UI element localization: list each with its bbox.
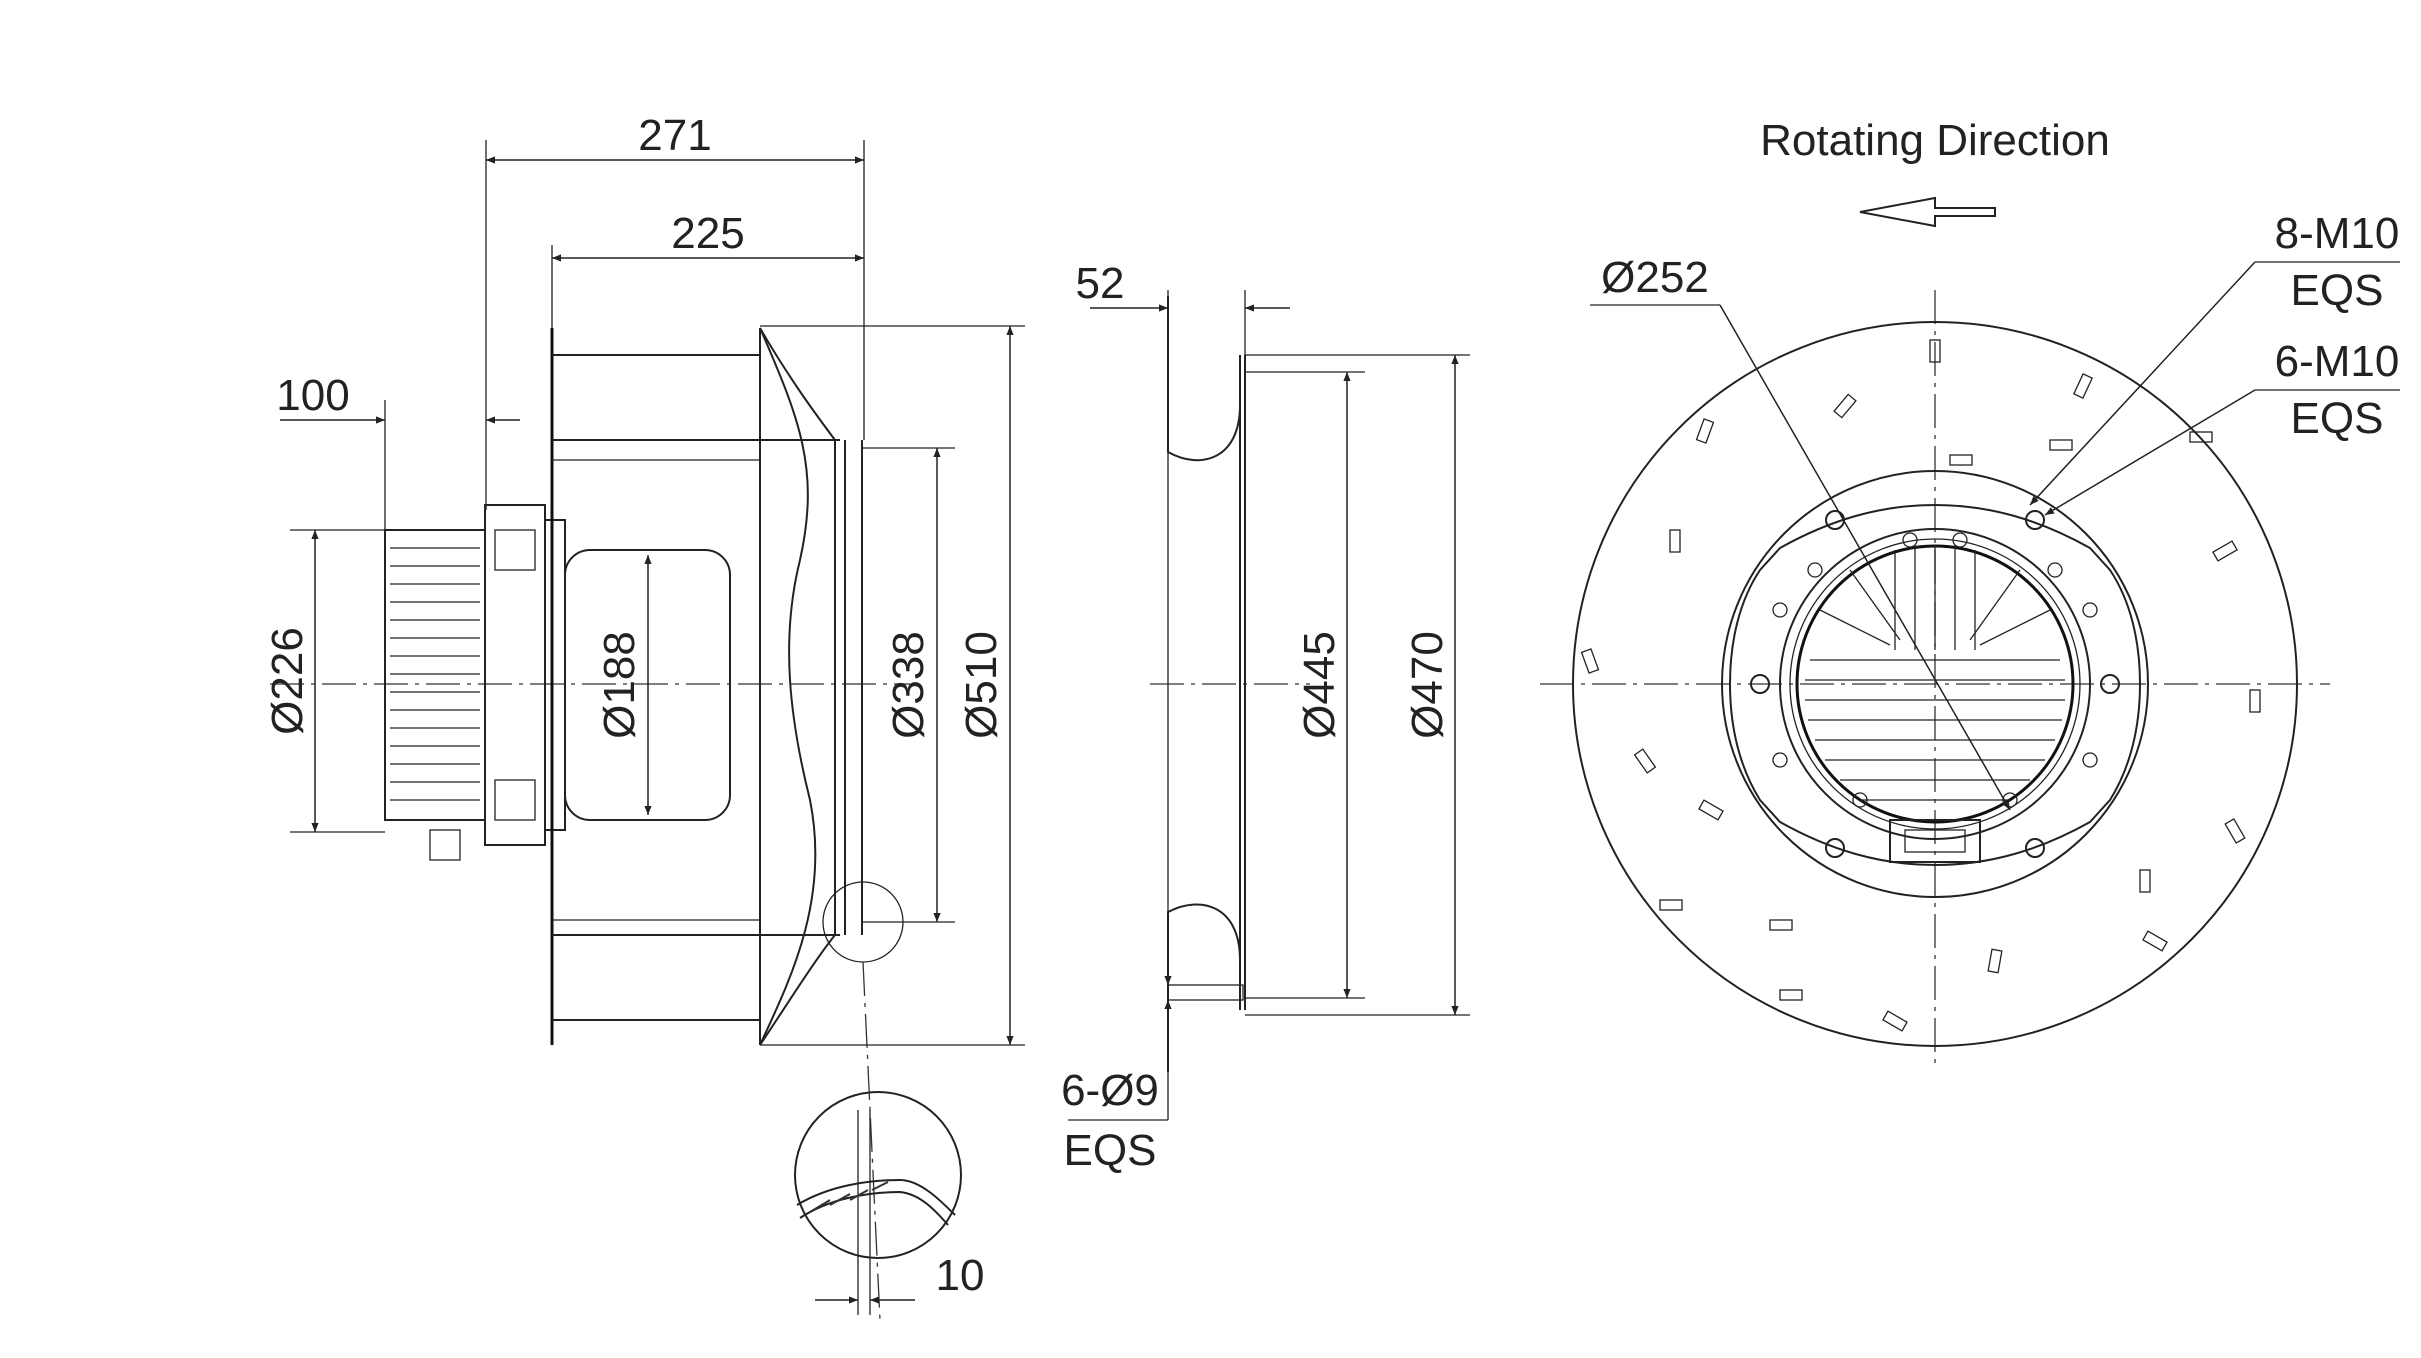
impeller-outer-disc [1572,321,2298,1047]
callout-d252: Ø252 [1590,253,2011,811]
dim-d188-label: Ø188 [595,631,644,739]
holes-6m10-eqs-label: EQS [2291,394,2384,443]
holes-inlet-label: 6-Ø9 [1061,1066,1159,1115]
callout-6-d9: 6-Ø9 EQS [1061,950,1172,1175]
blade-slots [1580,339,2261,1032]
inlet-ring-view: 52 Ø445 Ø470 6-Ø9 EQS [1061,259,1470,1175]
dimension-d338: Ø338 [862,447,955,923]
dimension-225: 225 [551,209,864,328]
dimension-271: 271 [485,111,865,510]
dim-d226-label: Ø226 [263,627,312,735]
side-view: 271 225 100 Ø226 Ø188 [263,111,1025,1321]
dimension-d226: Ø226 [263,529,385,833]
holes-8m10-eqs-label: EQS [2291,266,2384,315]
mounting-holes [1750,510,2120,858]
dim-d470-label: Ø470 [1403,631,1452,739]
dimension-d470: Ø470 [1245,354,1470,1016]
front-view: Rotating Direction [1540,116,2400,1070]
dimension-52: 52 [1076,259,1290,355]
dim-100-label: 100 [276,371,349,420]
dim-10-label: 10 [936,1251,985,1300]
motor-heat-sink [384,504,566,861]
dim-225-label: 225 [671,209,744,258]
dim-271-label: 271 [638,111,711,160]
dimension-100: 100 [276,371,520,530]
dim-d252-label: Ø252 [1601,253,1709,302]
dimension-d510: Ø510 [760,325,1025,1046]
motor-flange [1728,503,2142,867]
holes-6m10-label: 6-M10 [2275,337,2400,386]
impeller-side [550,327,904,1321]
rotating-direction-arrow-icon [1859,196,1996,228]
dimension-d188: Ø188 [595,555,652,815]
callout-8-m10: 8-M10 EQS [2029,209,2400,506]
dim-d445-label: Ø445 [1295,631,1344,739]
dim-d338-label: Ø338 [884,631,933,739]
detail-view: 10 [794,1091,985,1315]
dim-d510-label: Ø510 [957,631,1006,739]
callout-6-m10: 6-M10 EQS [2044,337,2400,516]
dimension-d445: Ø445 [1245,371,1365,999]
holes-8m10-label: 8-M10 [2275,209,2400,258]
rotating-direction-label: Rotating Direction [1760,116,2110,165]
motor-fins-front [1805,545,2065,863]
dim-52-label: 52 [1076,259,1125,308]
holes-inlet-eqs-label: EQS [1064,1126,1157,1175]
